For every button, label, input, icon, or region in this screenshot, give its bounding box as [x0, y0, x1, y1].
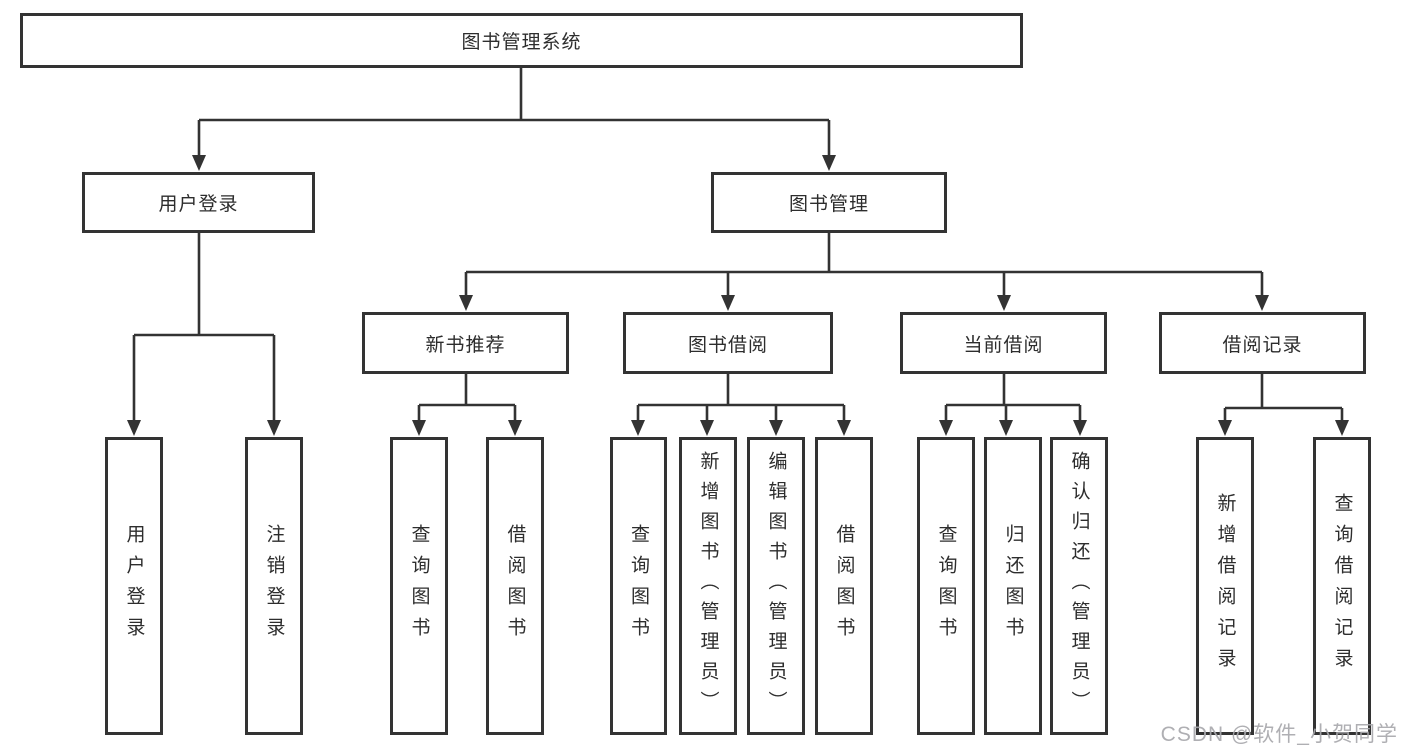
leaf-edit-book-admin: 编辑图书（管理员） — [747, 437, 805, 735]
node-label: 用户登录 — [158, 194, 239, 215]
node-library-management-system: 图书管理系统 — [20, 13, 1023, 68]
leaf-return-book: 归还图书 — [984, 437, 1042, 735]
node-label: 图书借阅 — [687, 334, 768, 356]
node-label: 借阅记录 — [1222, 334, 1303, 356]
node-label: 确认归还（管理员） — [1068, 451, 1090, 721]
node-label: 查询图书 — [628, 524, 649, 648]
leaf-logout: 注销登录 — [245, 437, 303, 735]
node-label: 编辑图书（管理员） — [765, 451, 787, 721]
leaf-query-books-recommend: 查询图书 — [390, 437, 448, 735]
node-label: 查询图书 — [935, 524, 957, 648]
node-book-borrowing: 图书借阅 — [623, 312, 833, 374]
node-label: 新增借阅记录 — [1214, 493, 1236, 679]
arrowheads — [127, 155, 1349, 436]
leaf-borrow-books: 借阅图书 — [815, 437, 873, 735]
node-label: 借阅图书 — [504, 524, 526, 648]
leaf-query-books-current: 查询图书 — [917, 437, 975, 735]
watermark: CSDN @软件_小贺同学 — [1160, 723, 1398, 746]
leaf-borrow-books-recommend: 借阅图书 — [486, 437, 544, 735]
node-new-book-recommend: 新书推荐 — [362, 312, 569, 374]
node-current-borrowing: 当前借阅 — [900, 312, 1107, 374]
node-label: 新书推荐 — [425, 334, 506, 356]
node-book-management: 图书管理 — [711, 172, 947, 233]
node-label: 新增图书（管理员） — [697, 451, 719, 721]
leaf-query-books-borrow: 查询图书 — [610, 437, 667, 735]
node-label: 借阅图书 — [833, 524, 855, 648]
node-user-login: 用户登录 — [82, 172, 315, 233]
leaf-confirm-return-admin: 确认归还（管理员） — [1050, 437, 1108, 735]
node-label: 查询借阅记录 — [1331, 493, 1353, 679]
node-label: 归还图书 — [1002, 524, 1024, 648]
node-label: 用户登录 — [123, 524, 145, 648]
node-borrowing-records: 借阅记录 — [1159, 312, 1366, 374]
node-label: 查询图书 — [408, 524, 430, 648]
node-label: 图书管理系统 — [461, 32, 582, 53]
leaf-add-borrow-record: 新增借阅记录 — [1196, 437, 1254, 735]
node-label: 注销登录 — [263, 524, 285, 648]
node-label: 图书管理 — [788, 194, 869, 215]
leaf-add-book-admin: 新增图书（管理员） — [679, 437, 737, 735]
node-label: 当前借阅 — [963, 334, 1044, 356]
leaf-user-login: 用户登录 — [105, 437, 163, 735]
leaf-query-borrow-record: 查询借阅记录 — [1313, 437, 1371, 735]
